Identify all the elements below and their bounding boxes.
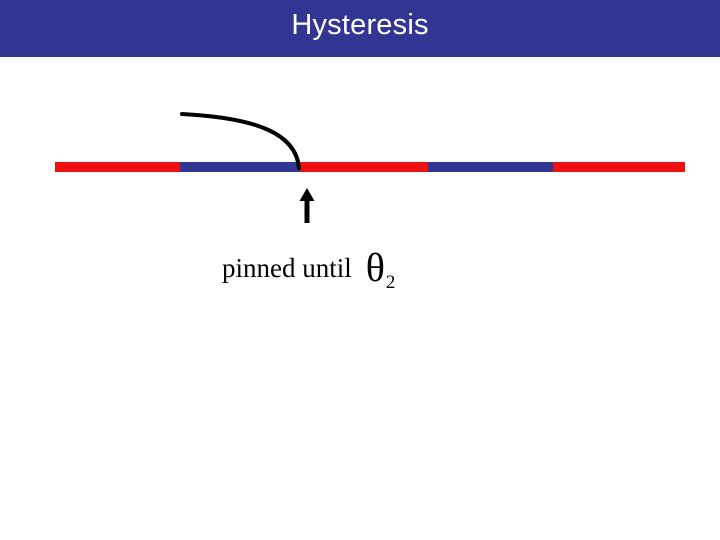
caption-text: pinned until θ2 <box>222 244 395 293</box>
bar-segment-blue-2 <box>428 162 553 172</box>
title-bar: Hysteresis <box>0 0 720 57</box>
bar-segment-red-1 <box>55 162 180 172</box>
upward-arrow <box>299 188 315 223</box>
arrow-shaft-icon <box>304 197 310 223</box>
bowing-wall-arc <box>180 112 301 170</box>
theta-symbol: θ <box>365 245 385 290</box>
bar-segment-red-2 <box>300 162 428 172</box>
bar-segment-blue-1 <box>180 162 300 172</box>
bar-segment-red-3 <box>553 162 685 172</box>
arrow-head-icon <box>299 188 315 201</box>
theta-subscript: 2 <box>385 272 396 294</box>
page-title: Hysteresis <box>291 9 429 41</box>
caption-label: pinned until <box>222 253 352 283</box>
segmented-domain-bar <box>55 162 685 172</box>
